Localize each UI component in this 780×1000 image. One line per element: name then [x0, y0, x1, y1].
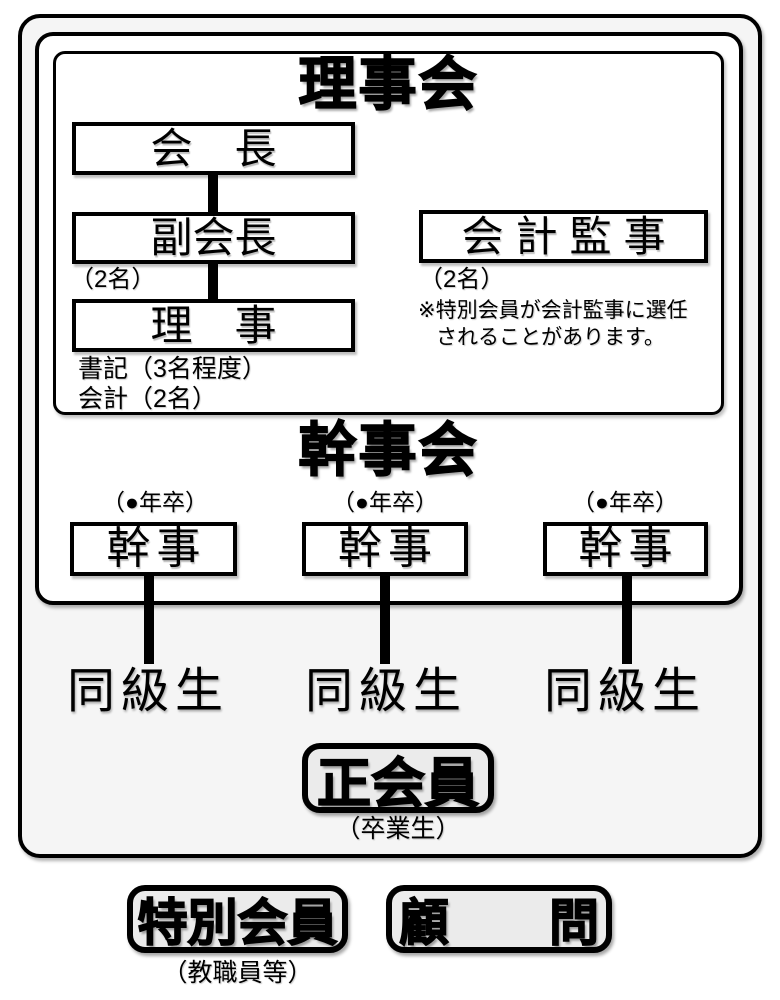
classmates-label-2: 同級生: [304, 665, 467, 718]
director-box: 理 事: [72, 299, 355, 352]
advisor-badge: 顧 問: [386, 885, 612, 953]
vice-president-count: （2名）: [70, 266, 156, 293]
vice-president-box: 副会長: [72, 212, 355, 264]
regular-member-subtitle: （卒業生）: [335, 815, 461, 843]
secretary-note: 書記（3名程度）: [78, 355, 267, 383]
treasurer-note: 会計（2名）: [78, 385, 217, 413]
auditor-note-line1: ※特別会員が会計監事に選任: [418, 299, 688, 322]
connector-president-vice: [208, 173, 218, 214]
regular-member-badge: 正会員: [302, 743, 494, 814]
connector-steward-classmates-2: [380, 576, 390, 664]
classmates-label-1: 同級生: [66, 665, 229, 718]
auditor-count: （2名）: [419, 266, 505, 293]
steward-label-1: 幹事: [106, 524, 207, 573]
steward-box-3: 幹事: [543, 522, 708, 576]
president-box: 会 長: [72, 122, 355, 175]
special-member-label: 特別会員: [137, 894, 339, 952]
auditor-box: 会計監事: [419, 210, 708, 263]
connector-steward-classmates-1: [144, 576, 154, 664]
connector-vice-director: [208, 262, 218, 301]
board-title: 理事会: [298, 52, 479, 117]
stewards-title: 幹事会: [298, 418, 479, 483]
regular-member-label: 正会員: [316, 753, 480, 815]
steward-box-1: 幹事: [70, 522, 237, 576]
connector-steward-classmates-3: [622, 576, 632, 664]
steward-year-label-3: （●年卒）: [572, 489, 678, 515]
president-label: 会 長: [150, 124, 277, 172]
steward-label-3: 幹事: [578, 524, 679, 573]
advisor-label: 顧 問: [398, 894, 600, 952]
steward-year-label-1: （●年卒）: [102, 489, 208, 515]
director-label: 理 事: [150, 301, 277, 349]
vice-president-label: 副会長: [150, 214, 277, 261]
steward-year-label-2: （●年卒）: [332, 489, 438, 515]
steward-box-2: 幹事: [302, 522, 468, 576]
special-member-badge: 特別会員: [127, 885, 348, 953]
auditor-label: 会計監事: [461, 212, 678, 260]
steward-label-2: 幹事: [338, 524, 438, 573]
classmates-label-3: 同級生: [543, 665, 706, 718]
auditor-note-line2: されることがあります。: [436, 326, 665, 349]
special-member-subtitle: （教職員等）: [162, 959, 313, 987]
